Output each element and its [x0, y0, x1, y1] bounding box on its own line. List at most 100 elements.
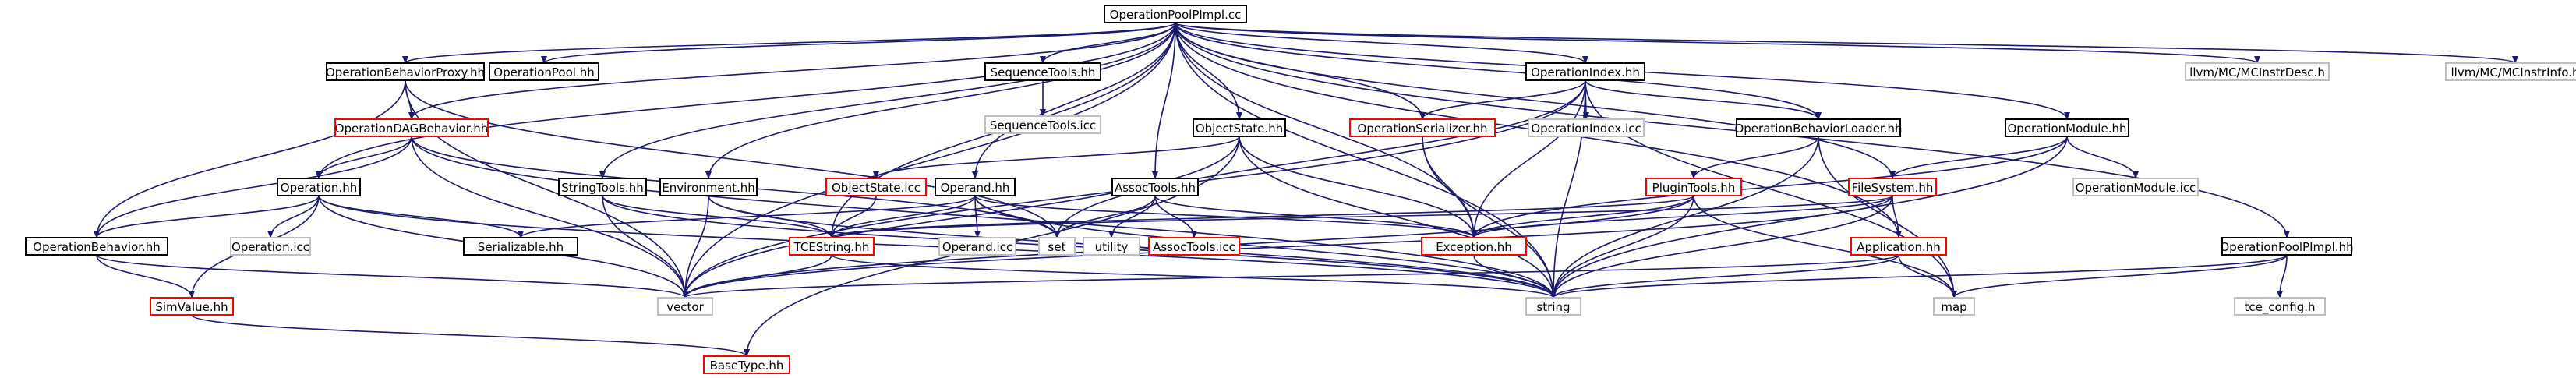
node-box	[558, 178, 647, 196]
node-box	[1148, 237, 1240, 256]
edge-operation-to-opbeh	[94, 195, 320, 238]
node-operationpool-hh[interactable]: OperationPool.hh	[489, 62, 599, 81]
node-box	[2234, 297, 2326, 316]
edge-assoc-to-set	[1054, 195, 1156, 238]
edge-filesys-to-tcestr	[829, 195, 1893, 238]
edge-root-to-oph	[541, 22, 1176, 64]
node-operation-hh[interactable]: Operation.hh	[277, 178, 361, 196]
node-operationpoolpimpl-hh[interactable]: OperationPoolPImpl.hh	[2220, 237, 2354, 256]
node-box	[659, 178, 758, 196]
node-box	[1421, 237, 1527, 256]
edge-filesys-to-vector	[682, 195, 1893, 299]
dependency-nodes: OperationPoolPImpl.ccOperationBehaviorPr…	[25, 5, 2576, 374]
node-label: ObjectState.hh	[1196, 122, 1283, 136]
node-box	[150, 297, 234, 316]
node-box	[984, 62, 1101, 81]
node-label: tce_config.h	[2244, 300, 2315, 315]
node-label: Serializable.hh	[478, 240, 564, 254]
node-label: llvm/MC/MCInstrDesc.h	[2189, 65, 2325, 79]
edge-opmod-to-exc	[1471, 136, 2068, 238]
node-exception-hh[interactable]: Exception.hh	[1421, 237, 1527, 256]
edge-opmod-to-filesys	[1889, 136, 2068, 179]
edge-app-to-vector	[682, 254, 1899, 299]
node-label: Operation.icc	[231, 240, 309, 254]
edge-operation-to-string	[318, 195, 1557, 299]
node-label: StringTools.hh	[561, 181, 644, 195]
node-label: OperationPool.hh	[493, 65, 594, 79]
node-box	[2005, 118, 2129, 137]
node-llvm-mc-mcinstrdesc-h: llvm/MC/MCInstrDesc.h	[2185, 62, 2330, 81]
node-stringtools-hh[interactable]: StringTools.hh	[558, 178, 647, 196]
node-box	[489, 62, 599, 81]
node-label: SequenceTools.hh	[991, 65, 1096, 79]
node-box	[1933, 297, 1975, 316]
dependency-edges	[94, 22, 2518, 357]
node-tcestring-hh[interactable]: TCEString.hh	[789, 237, 875, 256]
node-operationbehaviorloader-hh[interactable]: OperationBehaviorLoader.hh	[1734, 118, 1903, 137]
node-label: PluginTools.hh	[1652, 181, 1736, 195]
node-plugintools-hh[interactable]: PluginTools.hh	[1645, 178, 1742, 196]
edge-exc-to-string	[1473, 254, 1557, 299]
node-basetype-hh[interactable]: BaseType.hh	[703, 355, 790, 374]
node-operationdagbehavior-hh[interactable]: OperationDAGBehavior.hh	[334, 118, 489, 137]
node-box	[277, 178, 361, 196]
edge-obp-to-set	[405, 79, 1060, 238]
node-environment-hh[interactable]: Environment.hh	[659, 178, 758, 196]
edge-root-to-env	[705, 22, 1176, 179]
node-label: Exception.hh	[1436, 240, 1512, 254]
node-label: Operation.hh	[281, 181, 357, 195]
node-label: OperationBehavior.hh	[33, 240, 161, 254]
node-operationbehavior-hh[interactable]: OperationBehavior.hh	[25, 237, 168, 256]
node-serializable-hh[interactable]: Serializable.hh	[463, 237, 578, 256]
node-operationindex-icc: OperationIndex.icc	[1528, 118, 1645, 137]
edge-root-to-operand	[972, 22, 1176, 179]
edge-dag-to-string	[411, 136, 1557, 299]
node-label: OperationSerializer.hh	[1358, 122, 1488, 136]
edge-opidx-to-opser	[1419, 79, 1586, 120]
node-simvalue-hh[interactable]: SimValue.hh	[150, 297, 234, 316]
edge-root-to-obl	[1175, 22, 1822, 120]
edge-obp-to-opbeh	[94, 79, 406, 238]
edge-filesys-to-exc	[1471, 195, 1893, 238]
edge-root-to-assoc	[1152, 22, 1176, 179]
node-application-hh[interactable]: Application.hh	[1850, 237, 1947, 256]
edge-root-to-vector	[682, 22, 1176, 299]
node-label: OperationIndex.hh	[1531, 65, 1640, 79]
node-label: llvm/MC/MCInstrInfo.h	[2451, 65, 2576, 79]
node-box	[25, 237, 168, 256]
edge-root-to-stringtools	[599, 22, 1176, 179]
node-box	[1111, 178, 1199, 196]
node-filesystem-hh[interactable]: FileSystem.hh	[1848, 178, 1937, 196]
edge-opser-to-string	[1422, 136, 1557, 299]
edge-root-to-dag	[408, 22, 1176, 120]
node-box	[1104, 5, 1247, 23]
edge-objstate-to-exc	[1239, 136, 1477, 238]
node-label: OperationPoolPImpl.cc	[1110, 8, 1242, 22]
edge-operand-to-tcestr	[829, 195, 976, 238]
edge-root-to-obp	[402, 22, 1176, 64]
node-objectstate-icc[interactable]: ObjectState.icc	[825, 178, 927, 196]
node-box	[334, 118, 489, 137]
node-sequencetools-icc: SequenceTools.icc	[984, 115, 1101, 134]
node-box	[2221, 237, 2352, 256]
node-label: TCEString.hh	[793, 240, 870, 254]
node-operationbehaviorproxy-hh[interactable]: OperationBehaviorProxy.hh	[326, 62, 485, 81]
node-operationserializer-hh[interactable]: OperationSerializer.hh	[1349, 118, 1496, 137]
edge-plugin-to-string	[1550, 195, 1694, 299]
edge-dag-to-opbeh	[94, 136, 412, 238]
edge-opidx-to-set	[1054, 79, 1586, 238]
node-assoctools-hh[interactable]: AssocTools.hh	[1111, 178, 1199, 196]
node-label: map	[1941, 300, 1966, 314]
edge-root-to-string	[1175, 22, 1557, 299]
node-box	[789, 237, 875, 256]
node-objectstate-hh[interactable]: ObjectState.hh	[1193, 118, 1286, 137]
node-sequencetools-hh[interactable]: SequenceTools.hh	[984, 62, 1101, 81]
node-label: vector	[666, 300, 704, 314]
node-assoctools-icc[interactable]: AssocTools.icc	[1148, 237, 1240, 256]
node-label: OperationPoolPImpl.hh	[2220, 240, 2353, 254]
node-operand-icc: Operand.icc	[938, 237, 1016, 256]
node-operationmodule-hh[interactable]: OperationModule.hh	[2005, 118, 2129, 137]
node-operationindex-hh[interactable]: OperationIndex.hh	[1525, 62, 1645, 81]
node-operand-hh[interactable]: Operand.hh	[935, 178, 1016, 196]
edge-root-to-mcinfo	[1175, 22, 2518, 64]
